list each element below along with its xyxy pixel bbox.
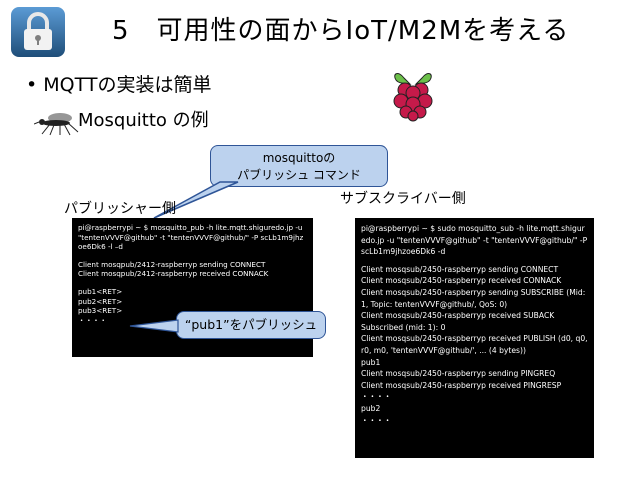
publisher-command: pi@raspberrypi ~ $ mosquitto_pub -h lite…	[78, 223, 305, 252]
subscriber-log-line: Client mosqsub/2450-raspberryp sending S…	[361, 287, 588, 309]
subscriber-log-line: Client mosqsub/2450-raspberryp sending P…	[361, 369, 556, 379]
publisher-input-line: pub2<RET>	[78, 296, 123, 306]
subscriber-terminal: pi@raspberrypi ~ $ sudo mosquitto_sub -h…	[355, 218, 594, 458]
sub-bullet-mosquitto: Mosquitto の例	[78, 110, 209, 131]
subscriber-log-line: pub1	[361, 357, 381, 367]
callout-pointer	[153, 181, 239, 219]
mosquito-icon	[34, 113, 79, 136]
publisher-input-line: pub1<RET>	[78, 286, 123, 296]
subscriber-log-line: Client mosqsub/2450-raspberryp received …	[361, 380, 562, 390]
lock-icon	[11, 7, 65, 57]
subscriber-command: pi@raspberrypi ~ $ sudo mosquitto_sub -h…	[361, 224, 590, 257]
subscriber-log-line: Client mosqsub/2450-raspberryp received …	[361, 334, 590, 355]
subscriber-log-line: Client mosqsub/2450-raspberryp received …	[361, 311, 555, 321]
publisher-log-line: Client mosqpub/2412-raspberryp sending C…	[78, 259, 266, 269]
subscriber-log-line: Client mosqsub/2450-raspberryp received …	[361, 276, 562, 286]
callout-publish-command: mosquittoの パブリッシュ コマンド	[210, 145, 388, 187]
callout-publish-pub1: “pub1”をパブリッシュ	[176, 311, 326, 339]
subscriber-log-line: ・・・・	[361, 392, 392, 402]
subscriber-log-line: Subscribed (mid: 1): 0	[361, 322, 446, 332]
callout-command-line1: mosquittoの	[262, 151, 336, 165]
publisher-log-line: Client mosqpub/2412-raspberryp received …	[78, 269, 269, 279]
callout-pub-pointer	[129, 319, 179, 333]
subscriber-log-line: Client mosqsub/2450-raspberryp sending C…	[361, 264, 559, 274]
callout-command-line2: パブリッシュ コマンド	[237, 168, 361, 182]
bullet-mqtt: • MQTTの実装は簡単	[26, 74, 212, 96]
raspberry-pi-logo	[393, 73, 433, 122]
subscriber-label: サブスクライバー側	[340, 191, 466, 207]
publisher-input-line: ・・・・	[78, 315, 107, 325]
subscriber-log-line: pub2	[361, 403, 381, 413]
subscriber-log-line: ・・・・	[361, 415, 392, 425]
publisher-label: パブリッシャー側	[64, 201, 176, 217]
page-title: 5 可用性の面からIoT/M2Mを考える	[112, 16, 570, 46]
publisher-input-line: pub3<RET>	[78, 306, 123, 316]
